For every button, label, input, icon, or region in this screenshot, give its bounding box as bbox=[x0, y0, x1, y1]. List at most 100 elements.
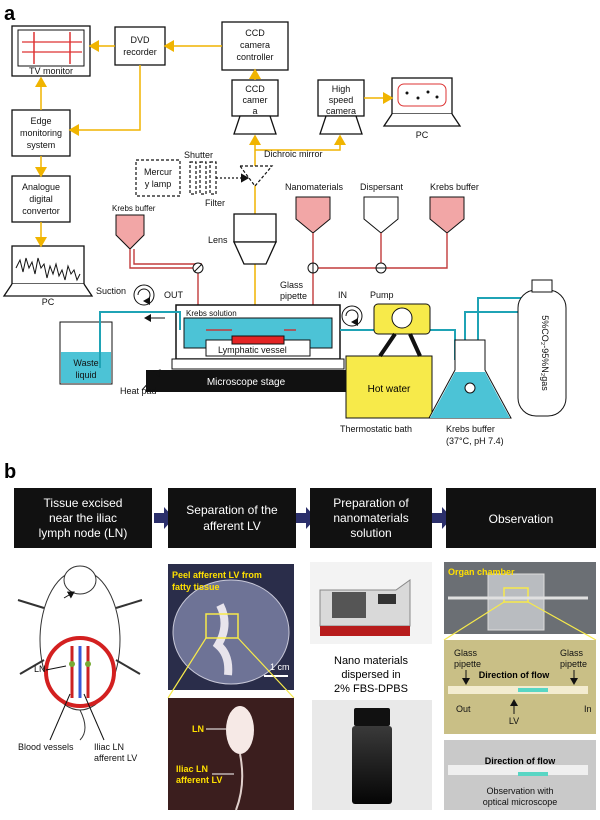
svg-text:monitoring: monitoring bbox=[20, 128, 62, 138]
svg-text:Dispersant: Dispersant bbox=[360, 182, 404, 192]
mercury-lamp: Mercur y lamp bbox=[135, 159, 181, 197]
svg-text:Nanomaterials: Nanomaterials bbox=[285, 182, 344, 192]
panel-a-letter: a bbox=[4, 3, 16, 25]
shutter-label: Shutter bbox=[184, 150, 213, 160]
svg-text:optical microscope: optical microscope bbox=[483, 797, 558, 807]
waste-liquid: Waste liquid bbox=[59, 321, 113, 385]
nano-text: Nano materials bbox=[334, 655, 408, 667]
svg-text:speed: speed bbox=[329, 95, 354, 105]
svg-text:Krebs solution: Krebs solution bbox=[186, 309, 237, 318]
photo-vial bbox=[312, 700, 432, 810]
step-4: Observation bbox=[446, 488, 596, 548]
photo-zoom: LN Iliac LN afferent LV bbox=[168, 698, 294, 811]
step-1: Tissue excised near the iliac lymph node… bbox=[14, 488, 152, 548]
ccd-camera: CCD camer a bbox=[231, 79, 279, 135]
svg-text:Analogue: Analogue bbox=[22, 182, 60, 192]
svg-text:LN: LN bbox=[34, 664, 46, 674]
svg-text:Krebs buffer: Krebs buffer bbox=[112, 204, 156, 213]
photo-dish: Peel afferent LV from fatty tissue 1 cm bbox=[168, 564, 294, 690]
svg-text:(37°C, pH 7.4): (37°C, pH 7.4) bbox=[446, 436, 504, 446]
heat-pad-label: Heat pad bbox=[120, 386, 157, 396]
gas-cylinder: 5%CO₂-95%N₂gas bbox=[517, 279, 567, 417]
svg-text:CCD: CCD bbox=[245, 84, 265, 94]
svg-text:Krebs buffer: Krebs buffer bbox=[446, 424, 495, 434]
svg-text:a: a bbox=[252, 106, 257, 116]
analogue-digital-convertor: Analogue digital convertor bbox=[11, 175, 71, 223]
svg-text:pipette: pipette bbox=[560, 659, 587, 669]
svg-text:Lymphatic vessel: Lymphatic vessel bbox=[218, 345, 287, 355]
svg-text:PC: PC bbox=[42, 297, 55, 307]
step-3: Preparation of nanomaterials solution bbox=[310, 488, 432, 548]
photo-flow: Glass pipette Glass pipette Direction of… bbox=[444, 640, 596, 734]
svg-text:1 cm: 1 cm bbox=[270, 662, 290, 672]
lens: Lens bbox=[208, 213, 278, 265]
dichroic-mirror bbox=[238, 165, 274, 187]
pc-top: PC bbox=[382, 77, 462, 140]
svg-text:recorder: recorder bbox=[123, 47, 157, 57]
photo-organ-chamber: Organ chamber bbox=[444, 562, 596, 634]
svg-text:camera: camera bbox=[240, 40, 270, 50]
svg-text:Preparation of: Preparation of bbox=[333, 496, 409, 510]
svg-text:afferent LV: afferent LV bbox=[94, 753, 137, 763]
svg-text:Iliac LN: Iliac LN bbox=[94, 742, 124, 752]
edge-monitoring-system: Edge monitoring system bbox=[11, 109, 71, 157]
svg-text:Observation with: Observation with bbox=[486, 786, 553, 796]
photo-sonicator bbox=[310, 562, 432, 644]
tv-monitor: TV monitor bbox=[11, 25, 91, 77]
glass-pipette-label: Glass bbox=[280, 280, 304, 290]
svg-text:Out: Out bbox=[456, 704, 471, 714]
svg-text:Direction of flow: Direction of flow bbox=[485, 756, 556, 766]
svg-text:pipette: pipette bbox=[454, 659, 481, 669]
svg-text:Waste: Waste bbox=[73, 358, 98, 368]
svg-text:Iliac LN: Iliac LN bbox=[176, 764, 208, 774]
shutter bbox=[189, 161, 217, 195]
reservoir-krebs-left: Krebs buffer bbox=[112, 204, 156, 250]
svg-text:lymph node (LN): lymph node (LN) bbox=[39, 526, 128, 540]
svg-text:Peel afferent LV from: Peel afferent LV from bbox=[172, 570, 262, 580]
svg-text:camer: camer bbox=[242, 95, 267, 105]
svg-text:dispersed in: dispersed in bbox=[341, 669, 400, 681]
svg-text:Direction of flow: Direction of flow bbox=[479, 670, 550, 680]
pc-bottom: PC bbox=[2, 245, 94, 307]
in-pump: IN Pump bbox=[338, 290, 431, 335]
high-speed-camera: High speed camera bbox=[317, 79, 365, 135]
svg-text:LV: LV bbox=[509, 716, 519, 726]
photo-microscope: Direction of flow Observation with optic… bbox=[444, 740, 596, 810]
svg-text:CCD: CCD bbox=[245, 28, 265, 38]
svg-text:Krebs buffer: Krebs buffer bbox=[430, 182, 479, 192]
panel-b-letter: b bbox=[4, 461, 16, 483]
microscope-stage: Microscope stage bbox=[146, 370, 346, 392]
svg-text:LN: LN bbox=[192, 724, 204, 734]
svg-text:system: system bbox=[27, 140, 56, 150]
svg-text:Edge: Edge bbox=[30, 116, 51, 126]
svg-text:afferent LV: afferent LV bbox=[203, 519, 261, 533]
reservoir-krebs-top: Krebs buffer bbox=[429, 182, 479, 234]
svg-text:near the iliac: near the iliac bbox=[49, 511, 117, 525]
step-2: Separation of the afferent LV bbox=[168, 488, 296, 548]
svg-text:Observation: Observation bbox=[489, 512, 554, 526]
tubing bbox=[129, 233, 448, 331]
svg-text:5%CO₂-95%N₂gas: 5%CO₂-95%N₂gas bbox=[540, 315, 550, 391]
svg-text:Tissue excised: Tissue excised bbox=[44, 496, 123, 510]
filter-label: Filter bbox=[205, 198, 225, 208]
krebs-flask: Krebs buffer (37°C, pH 7.4) bbox=[428, 339, 512, 446]
svg-text:Lens: Lens bbox=[208, 235, 228, 245]
svg-text:afferent LV: afferent LV bbox=[176, 775, 222, 785]
svg-text:pipette: pipette bbox=[280, 291, 307, 301]
ccd-camera-controller: CCD camera controller bbox=[221, 21, 289, 71]
svg-text:y lamp: y lamp bbox=[145, 179, 172, 189]
svg-text:controller: controller bbox=[236, 52, 273, 62]
dvd-recorder: DVD recorder bbox=[114, 26, 166, 66]
svg-text:DVD: DVD bbox=[130, 35, 150, 45]
svg-text:2% FBS-DPBS: 2% FBS-DPBS bbox=[334, 683, 408, 695]
svg-text:Suction: Suction bbox=[96, 286, 126, 296]
svg-text:IN: IN bbox=[338, 290, 347, 300]
svg-text:Pump: Pump bbox=[370, 290, 394, 300]
svg-text:nanomaterials: nanomaterials bbox=[333, 511, 408, 525]
thermostatic-bath: Hot water Thermostatic bath bbox=[340, 332, 433, 434]
svg-text:Glass: Glass bbox=[454, 648, 478, 658]
svg-text:fatty tissue: fatty tissue bbox=[172, 582, 220, 592]
organ-chamber-diagram: Krebs solution Lymphatic vessel bbox=[171, 304, 345, 370]
reservoir-dispersant: Dispersant bbox=[360, 182, 404, 234]
tv-monitor-label: TV monitor bbox=[29, 66, 73, 76]
